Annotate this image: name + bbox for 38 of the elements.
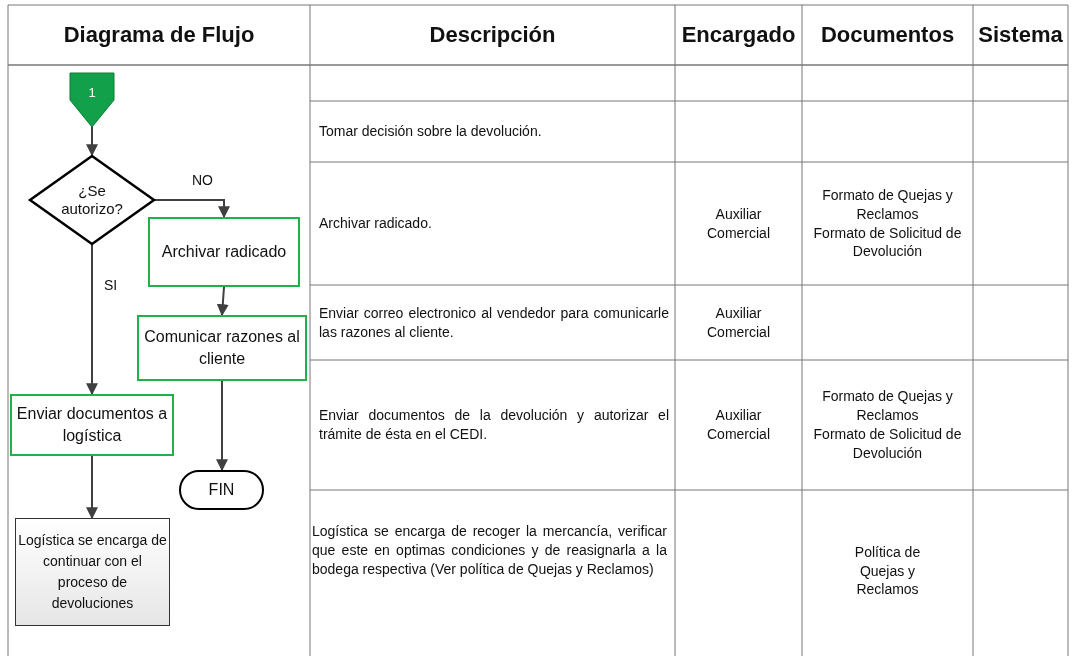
table-text: Logística se encarga de recoger la mercancía, verificar que este en optimas condiciones y de reasignarla a la bodega respectiva (Ver política de Quejas y Reclamos): [312, 522, 667, 580]
process-box: [137, 315, 307, 381]
terminator: [179, 470, 264, 510]
table-text: Enviar documentos de la devolución y autorizar el trámite de ésta en el CEDI.: [319, 406, 669, 444]
column-header: Documentos: [820, 21, 955, 50]
arrow: [86, 244, 98, 396]
arrow: [86, 455, 98, 520]
step-label: Comunicar razones al cliente: [143, 327, 301, 369]
step-label: FIN: [208, 481, 235, 499]
arrow: [216, 380, 228, 472]
column-header: Encargado: [681, 21, 796, 50]
column-header: Sistema: [978, 21, 1063, 50]
table-text: Formato de Solicitud de Devolución: [812, 223, 963, 262]
column-header: Diagrama de Flujo: [63, 21, 255, 50]
process-box: [148, 217, 300, 287]
process-box: [10, 394, 174, 456]
table-text: Enviar correo electronico al vendedor para comunicarle las razones al cliente.: [319, 303, 669, 342]
table-text: Auxiliar Comercial: [706, 204, 771, 243]
off-page-connector: [70, 73, 114, 127]
arrow: [154, 199, 230, 219]
step-label: 1: [88, 85, 96, 100]
step-label: Logística se encarga de continuar con el proceso de devoluciones: [18, 531, 167, 613]
step-label: ¿Se autorizo?: [61, 182, 123, 218]
step-label: Archivar radicado: [161, 242, 287, 263]
table-text: Formato de Solicitud de Devolución: [812, 425, 963, 463]
process-box: [15, 518, 170, 626]
step-label: Enviar documentos a logística: [16, 404, 168, 446]
table-text: Política de Quejas y Reclamos: [853, 542, 922, 600]
table-text: Auxiliar Comercial: [706, 303, 771, 342]
arrow: [86, 126, 98, 157]
column-header: Descripción: [429, 21, 556, 50]
table-text: Archivar radicado.: [319, 214, 432, 233]
table-text: Formato de Quejas y Reclamos: [821, 185, 954, 224]
decision-diamond: [29, 155, 155, 245]
arrow: [216, 286, 229, 317]
table-text: Formato de Quejas y Reclamos: [821, 387, 954, 425]
table-text: Tomar decisión sobre la devolución.: [319, 122, 542, 141]
table-text: Auxiliar Comercial: [706, 406, 771, 444]
